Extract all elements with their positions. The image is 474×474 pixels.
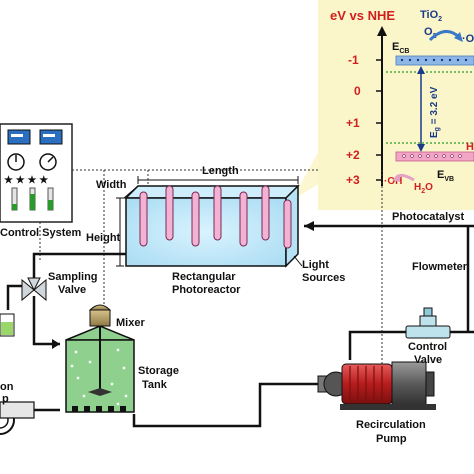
tick-label-plus1: +1 — [346, 116, 360, 130]
star-indicators: ★ ★ ★ ★ — [4, 175, 48, 186]
tio2-label: TiO2 — [420, 9, 442, 23]
electrons — [400, 58, 468, 62]
inset-axis-title: eV vs NHE — [330, 8, 395, 23]
width-dimension — [123, 185, 139, 199]
superoxide-label: ·O — [462, 33, 474, 45]
inset-panel — [318, 0, 474, 210]
light-sources-label-line2: Sources — [302, 272, 345, 284]
mixer-label: Mixer — [116, 317, 145, 329]
water-label: H2O — [414, 182, 433, 195]
storage-tank-label-line1: Storage — [138, 365, 179, 377]
inset-energy-axis — [376, 26, 387, 186]
control-valve-label-line2: Valve — [414, 354, 442, 366]
photoreactor-label-line1: Rectangular — [172, 271, 236, 283]
height-label: Height — [86, 232, 121, 244]
flow-arrow-tank — [52, 339, 60, 349]
control-valve-label-line1: Control — [408, 341, 447, 353]
mixer — [88, 304, 112, 396]
light-sources — [139, 185, 292, 249]
control-valve[interactable] — [405, 307, 451, 339]
left-pump — [0, 401, 35, 435]
left-pump-label-line1: on — [0, 381, 14, 393]
band-gap-label: Eg = 3.2 eV — [429, 86, 441, 138]
photoreactor — [124, 184, 300, 268]
control-system-label: Control System — [0, 227, 82, 239]
photocatalyst-label: Photocatalyst — [392, 211, 464, 223]
tick-label-minus1: -1 — [348, 53, 359, 67]
evb-label: EVB — [437, 169, 454, 183]
recirculation-pump-label-line1: Recirculation — [356, 419, 426, 431]
sampling-valve-label-line2: Valve — [58, 284, 86, 296]
left-pump-label-line2: p — [2, 393, 9, 405]
ecb-label: ECB — [392, 41, 409, 55]
width-label: Width — [96, 179, 127, 191]
sampling-valve-label-line1: Sampling — [48, 271, 98, 283]
holes — [402, 154, 462, 158]
light-sources-label-line1: Light — [302, 259, 329, 271]
recirculation-pump-label-line2: Pump — [376, 433, 407, 445]
flowmeter-label: Flowmeter — [412, 261, 468, 273]
tick-label-0: 0 — [354, 84, 361, 98]
hole-label: H — [466, 141, 474, 153]
tick-label-plus2: +2 — [346, 148, 360, 162]
flow-arrow-reactor — [304, 221, 314, 231]
tick-label-plus3: +3 — [346, 173, 360, 187]
photoreactor-label-line2: Photoreactor — [172, 284, 241, 296]
storage-tank-label-line2: Tank — [142, 379, 168, 391]
recirculation-pump — [317, 361, 436, 410]
sampling-valve[interactable] — [21, 277, 47, 302]
hydroxyl-radical-label: ·OH — [384, 176, 402, 187]
length-label: Length — [202, 165, 239, 177]
